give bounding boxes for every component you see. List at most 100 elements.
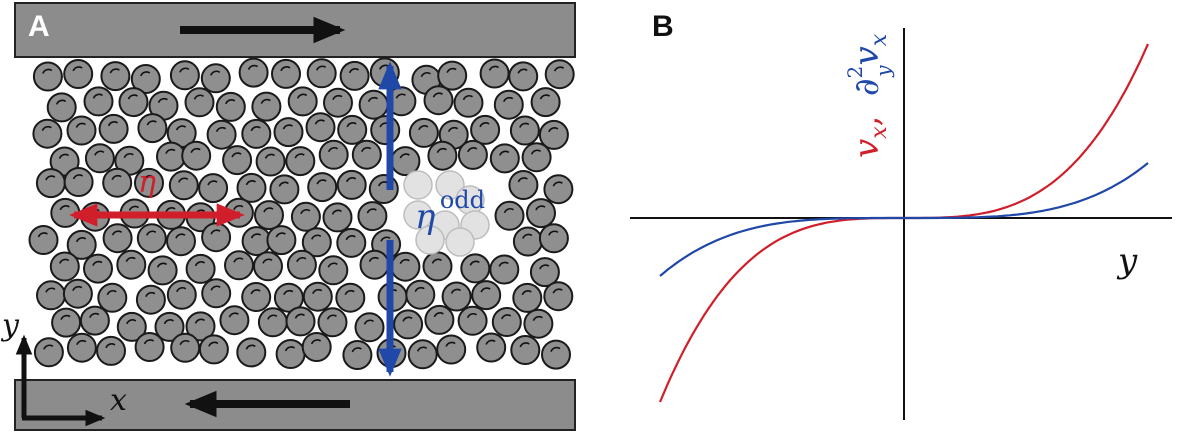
particle [523,308,554,339]
particle [493,89,524,120]
particle-spin-mark [315,65,327,71]
particle-spin-mark [499,150,510,156]
particle-spin-mark [294,313,305,319]
particle-spin-mark [92,260,103,266]
particle [49,251,80,282]
particle [181,140,212,171]
particle [275,339,306,369]
particle [62,278,93,309]
particle [437,60,468,91]
particle-spin-mark [503,207,514,214]
particle [301,332,332,362]
particle [305,112,336,143]
particle [236,172,267,203]
particle [241,118,272,149]
particle [241,282,272,312]
particle [510,335,541,365]
particle [201,222,232,253]
particle-spin-mark [466,312,478,319]
particle-spin-mark [351,347,362,353]
particle-spin-mark [45,175,56,181]
particle [206,119,237,150]
particle [169,60,200,91]
particle [405,279,436,310]
particle [407,339,438,370]
particle-spin-mark [143,339,155,345]
particle [201,278,232,309]
particle [154,311,185,342]
particle [476,332,507,363]
particle [287,86,318,117]
particle [457,139,488,170]
particle-spin-mark [193,94,204,100]
particle-spin-mark [111,174,122,181]
particle-spin-mark [316,179,327,185]
particle-spin-mark [262,258,273,264]
particle [424,304,455,335]
particle [63,167,94,197]
particle-spin-mark [94,150,105,156]
particle [66,115,97,146]
particle-spin-mark [123,152,134,159]
particle [538,223,569,254]
particle [198,173,229,204]
particle [512,282,543,313]
particle [185,311,216,342]
particle-spin-mark [361,146,372,153]
particle [198,334,229,365]
particle [84,143,115,174]
particle-spin-mark [310,339,322,345]
particle-spin-mark [175,125,187,131]
particle-spin-mark [447,126,459,133]
particle-spin-mark [345,177,357,183]
particle-spin-mark [532,315,543,322]
particle [336,227,367,258]
particle-spin-mark [550,346,561,352]
particle-spin-mark [89,312,100,318]
particle [36,280,66,311]
particle [215,91,246,122]
particle [479,58,510,89]
particle-spin-mark [294,153,305,159]
particle [79,305,110,336]
particle-spin-mark [37,232,48,238]
particle [543,174,574,205]
ghost-particle [415,225,445,255]
particle-spin-mark [467,147,478,153]
particle-spin-mark [267,314,278,320]
particle [273,117,304,148]
particle-spin-mark [284,346,296,352]
particle-spin-mark [539,264,550,270]
particle [98,113,129,144]
particle-spin-mark [418,125,429,131]
particle-spin-mark [552,288,563,294]
particle-spin-mark [146,120,157,126]
particle [526,198,556,229]
panel-a: A η η odd y x [0,2,576,431]
particle-spin-mark [107,121,119,127]
particle-spin-mark [535,205,546,211]
ghost-particle [403,200,433,230]
particle-spin-mark [431,258,442,264]
particle-spin-mark [275,232,286,238]
particle-spin-mark [208,341,219,347]
particle-spin-mark [179,339,190,346]
particle-spin-mark [314,119,325,125]
particle-spin-mark [414,286,425,293]
d2vx-curve [659,162,1149,277]
particle [236,337,267,368]
particle-spin-mark [420,71,431,78]
particle-spin-mark [250,233,262,239]
particle [335,282,366,313]
particle-spin-mark [522,233,533,239]
particle [453,87,484,118]
particle [285,306,316,337]
particle [35,168,66,199]
particle-spin-mark [278,181,289,187]
particle [512,226,543,257]
particle-spin-mark [194,261,206,267]
particle [351,139,382,170]
particle-spin-mark [140,71,151,77]
particle-spin-mark [519,342,530,348]
particle-spin-mark [146,230,157,236]
